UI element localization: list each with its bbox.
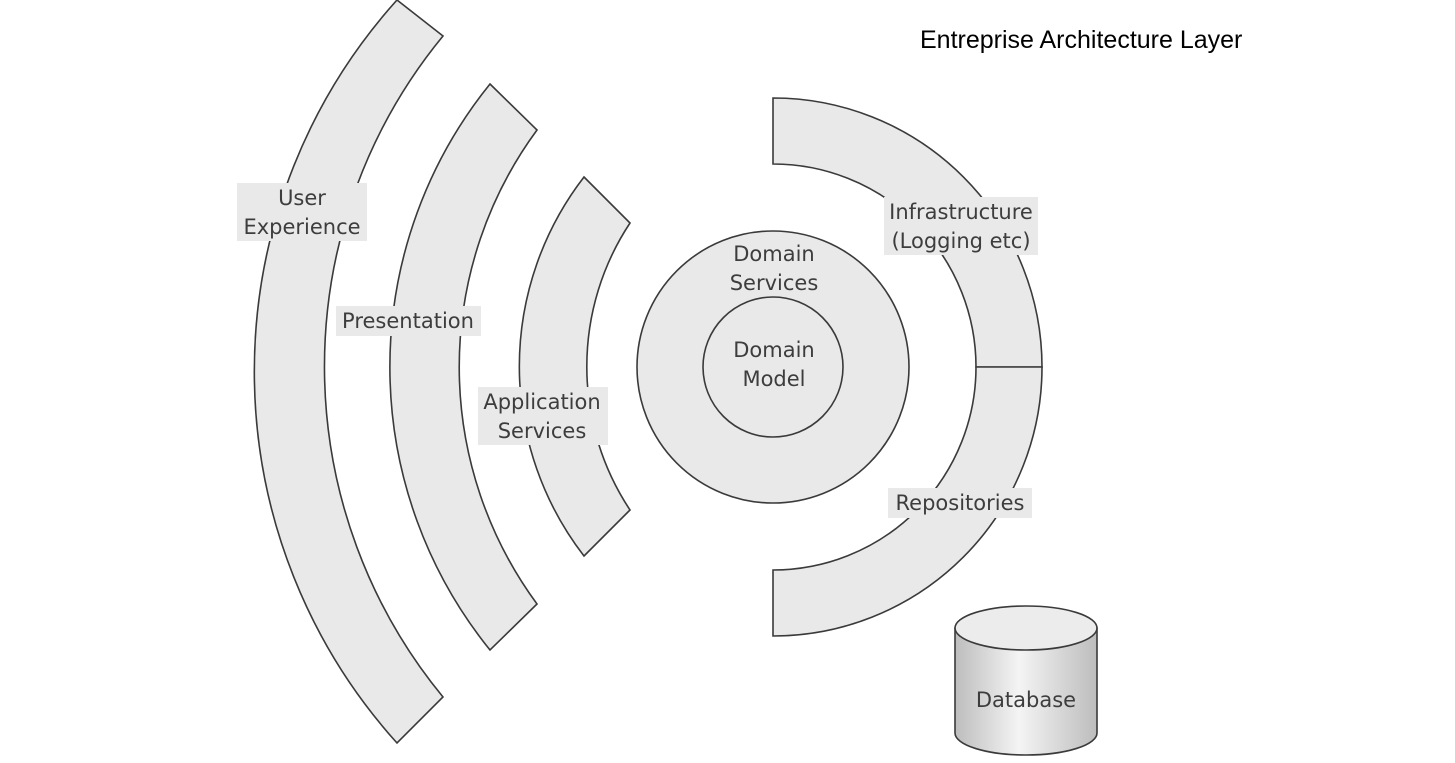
diagram-title: Entreprise Architecture Layer [920, 26, 1243, 54]
infrastructure-label-1: Infrastructure [889, 200, 1033, 224]
application-services-band [518, 175, 632, 558]
database-label: Database [976, 688, 1076, 712]
database-cylinder [954, 605, 1098, 756]
domain-services-label-2: Services [730, 271, 819, 295]
repositories-label: Repositories [896, 491, 1025, 515]
user-experience-label-1: User [278, 186, 326, 210]
application-services-label-1: Application [483, 390, 600, 414]
domain-model-label-2: Model [742, 367, 805, 391]
presentation-band [389, 82, 539, 652]
presentation-label: Presentation [342, 309, 474, 333]
infrastructure-label-2: (Logging etc) [891, 229, 1030, 253]
domain-model-circle [702, 296, 844, 438]
user-experience-label-2: Experience [243, 215, 360, 239]
domain-model-label-1: Domain [733, 338, 815, 362]
domain-services-label-1: Domain [733, 242, 815, 266]
application-services-label-2: Services [498, 419, 587, 443]
